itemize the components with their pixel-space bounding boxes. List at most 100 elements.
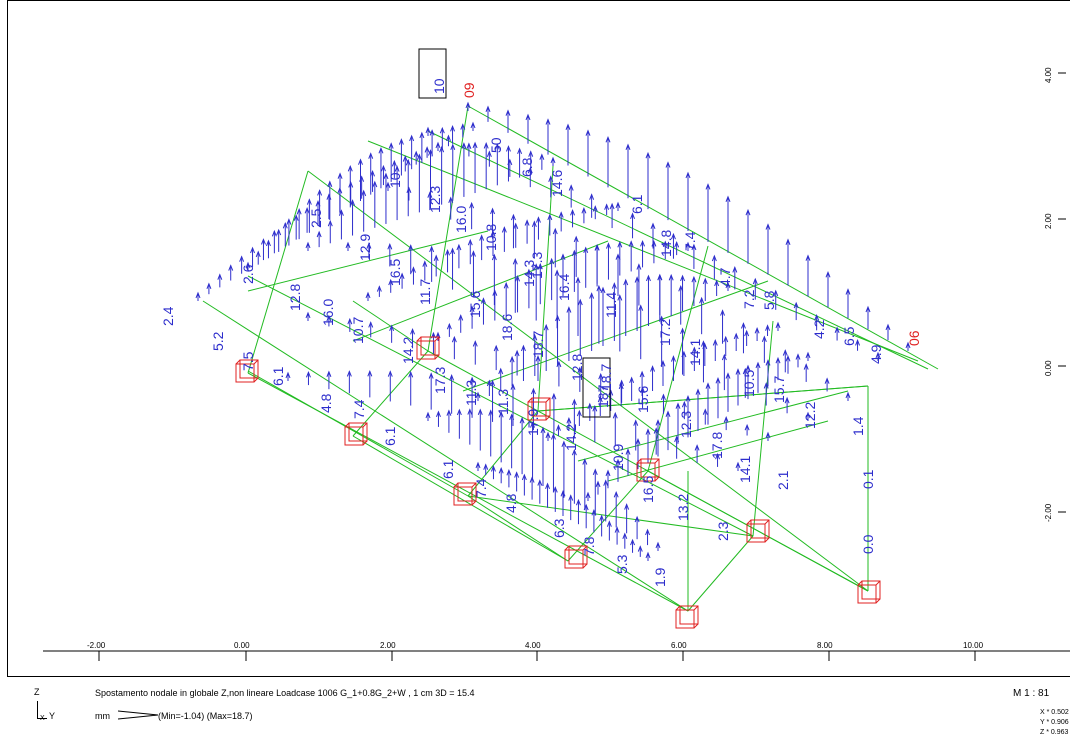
load-arrowhead — [585, 129, 591, 136]
load-arrowhead — [276, 228, 282, 236]
load-arrowhead — [775, 356, 781, 364]
support-edge — [527, 397, 533, 403]
support-cube-back — [239, 359, 259, 379]
result-description: Spostamento nodale in globale Z,non line… — [95, 688, 475, 698]
load-arrowhead — [387, 243, 393, 250]
support-cube — [235, 363, 255, 383]
support-edge — [857, 580, 863, 586]
load-arrowhead — [655, 419, 661, 426]
load-arrowhead — [595, 480, 601, 488]
load-arrowhead — [885, 323, 891, 331]
load-arrowhead — [592, 205, 598, 212]
load-arrowhead — [428, 372, 434, 379]
value-label: 50 — [488, 137, 504, 153]
load-arrowhead — [754, 326, 760, 334]
load-arrowhead — [630, 212, 636, 219]
support-cube — [564, 549, 584, 569]
load-arrowhead — [405, 158, 411, 166]
view-z-label: Z * 0.963 — [1040, 729, 1069, 736]
load-arrowhead — [640, 239, 646, 247]
load-arrowhead — [782, 349, 788, 356]
load-arrowhead — [282, 221, 288, 229]
load-arrowhead — [378, 146, 384, 154]
load-arrowhead — [785, 354, 791, 362]
load-arrowhead — [615, 201, 621, 209]
load-arrowhead — [425, 411, 431, 419]
load-arrowhead — [712, 339, 718, 346]
axis-indicator: Z X Y — [32, 687, 62, 727]
support-cube-back — [531, 397, 551, 417]
x-axis-tick-label: 4.00 — [525, 641, 541, 650]
value-label: 10.8 — [483, 224, 499, 251]
load-arrowhead — [327, 180, 333, 187]
load-arrowhead — [583, 503, 589, 511]
load-arrowhead — [467, 238, 473, 246]
load-arrowhead — [608, 389, 614, 396]
load-arrowhead — [636, 263, 642, 270]
load-arrowhead — [510, 383, 516, 390]
load-arrowhead — [691, 243, 697, 251]
load-arrowhead — [733, 332, 739, 340]
load-arrowhead — [699, 296, 705, 304]
support-edge — [654, 458, 660, 464]
load-arrowhead — [429, 129, 435, 136]
load-arrowhead — [410, 328, 416, 335]
load-arrowhead — [803, 363, 809, 370]
load-arrowhead — [630, 538, 636, 546]
support-edge — [654, 476, 660, 482]
load-arrowhead — [565, 123, 571, 130]
frame-beam — [247, 170, 309, 374]
load-arrowhead — [674, 435, 680, 443]
value-label: 2.3 — [715, 521, 731, 541]
load-arrowhead — [552, 486, 558, 493]
frame-beam — [352, 435, 569, 562]
load-arrowhead — [665, 410, 671, 417]
load-arrowhead — [633, 419, 639, 426]
frame-beam — [467, 410, 539, 497]
load-arrowhead — [619, 379, 625, 386]
load-arrowhead — [795, 353, 801, 360]
load-arrowhead — [599, 514, 605, 522]
load-arrowhead — [285, 371, 291, 379]
load-arrowhead — [685, 171, 691, 179]
support-cube — [636, 462, 656, 482]
support-cube-back — [861, 580, 881, 600]
support-edge — [344, 422, 350, 428]
value-label: 7.8 — [581, 536, 597, 556]
load-arrowhead — [435, 410, 441, 417]
support-edge — [453, 482, 459, 488]
load-arrowhead — [467, 408, 473, 415]
load-arrowhead — [388, 278, 394, 286]
load-arrowhead — [745, 208, 751, 216]
load-arrowhead — [450, 124, 456, 132]
load-arrowhead — [433, 254, 439, 262]
load-arrowhead — [611, 282, 617, 289]
load-arrowhead — [583, 246, 589, 254]
value-label: 15.6 — [467, 291, 483, 318]
value-label: 16.0 — [320, 299, 336, 326]
load-arrowhead — [732, 266, 738, 273]
value-label: 7.4 — [351, 399, 367, 419]
load-arrowhead — [723, 416, 729, 423]
load-arrowhead — [793, 301, 799, 309]
frame-beam — [467, 105, 939, 370]
load-arrowhead — [613, 490, 619, 498]
load-arrowhead — [250, 246, 256, 254]
value-label: 15.7 — [771, 376, 787, 403]
load-arrowhead — [785, 238, 791, 245]
load-arrowhead — [660, 393, 666, 400]
load-arrowhead — [824, 377, 830, 384]
load-arrowhead — [695, 388, 701, 395]
load-arrowhead — [735, 368, 741, 375]
value-label: 11.4 — [603, 292, 619, 318]
load-arrowhead — [427, 191, 433, 198]
load-arrowhead — [606, 520, 612, 527]
value-label: 18.6 — [499, 314, 515, 341]
load-arrowhead — [905, 341, 911, 349]
load-arrowhead — [372, 180, 378, 188]
load-arrowhead — [612, 411, 618, 419]
load-arrowhead — [600, 286, 606, 294]
axis-x-label: X — [40, 715, 45, 722]
load-arrowhead — [469, 376, 475, 384]
